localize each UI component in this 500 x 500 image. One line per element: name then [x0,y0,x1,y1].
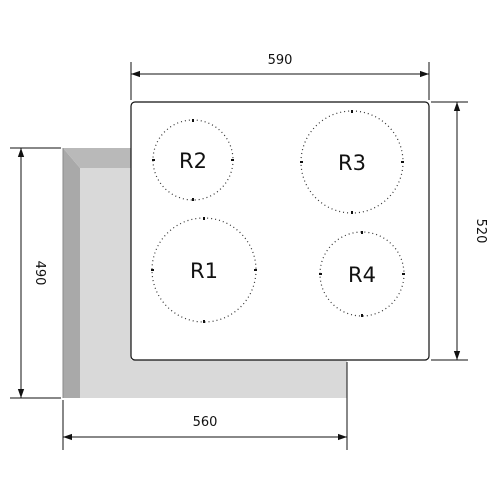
cooking-zone-r3: R3 [300,110,404,214]
zone-label-r4: R4 [348,263,376,287]
dimension-left-height: 490 [10,147,61,399]
dimension-label-right: 520 [473,219,488,244]
cutout-floor [80,168,347,398]
dimension-bottom-width: 560 [62,362,348,450]
dimension-label-top: 590 [268,53,293,68]
countertop-cutout [62,148,347,398]
cooking-zone-r2: R2 [152,119,234,201]
dimension-right-height: 520 [431,101,488,361]
cooking-zone-r4: R4 [319,231,405,317]
zone-label-r1: R1 [190,259,218,283]
cooking-zone-r1: R1 [151,217,257,323]
zone-label-r2: R2 [179,149,207,173]
dimension-top-width: 590 [130,53,430,100]
cutout-top-edge [63,148,131,168]
zone-label-r3: R3 [338,151,366,175]
cutout-side-wall [63,148,80,398]
dimension-label-left: 490 [32,261,47,286]
hob-panel [130,101,430,361]
dimension-label-bottom: 560 [193,415,218,430]
